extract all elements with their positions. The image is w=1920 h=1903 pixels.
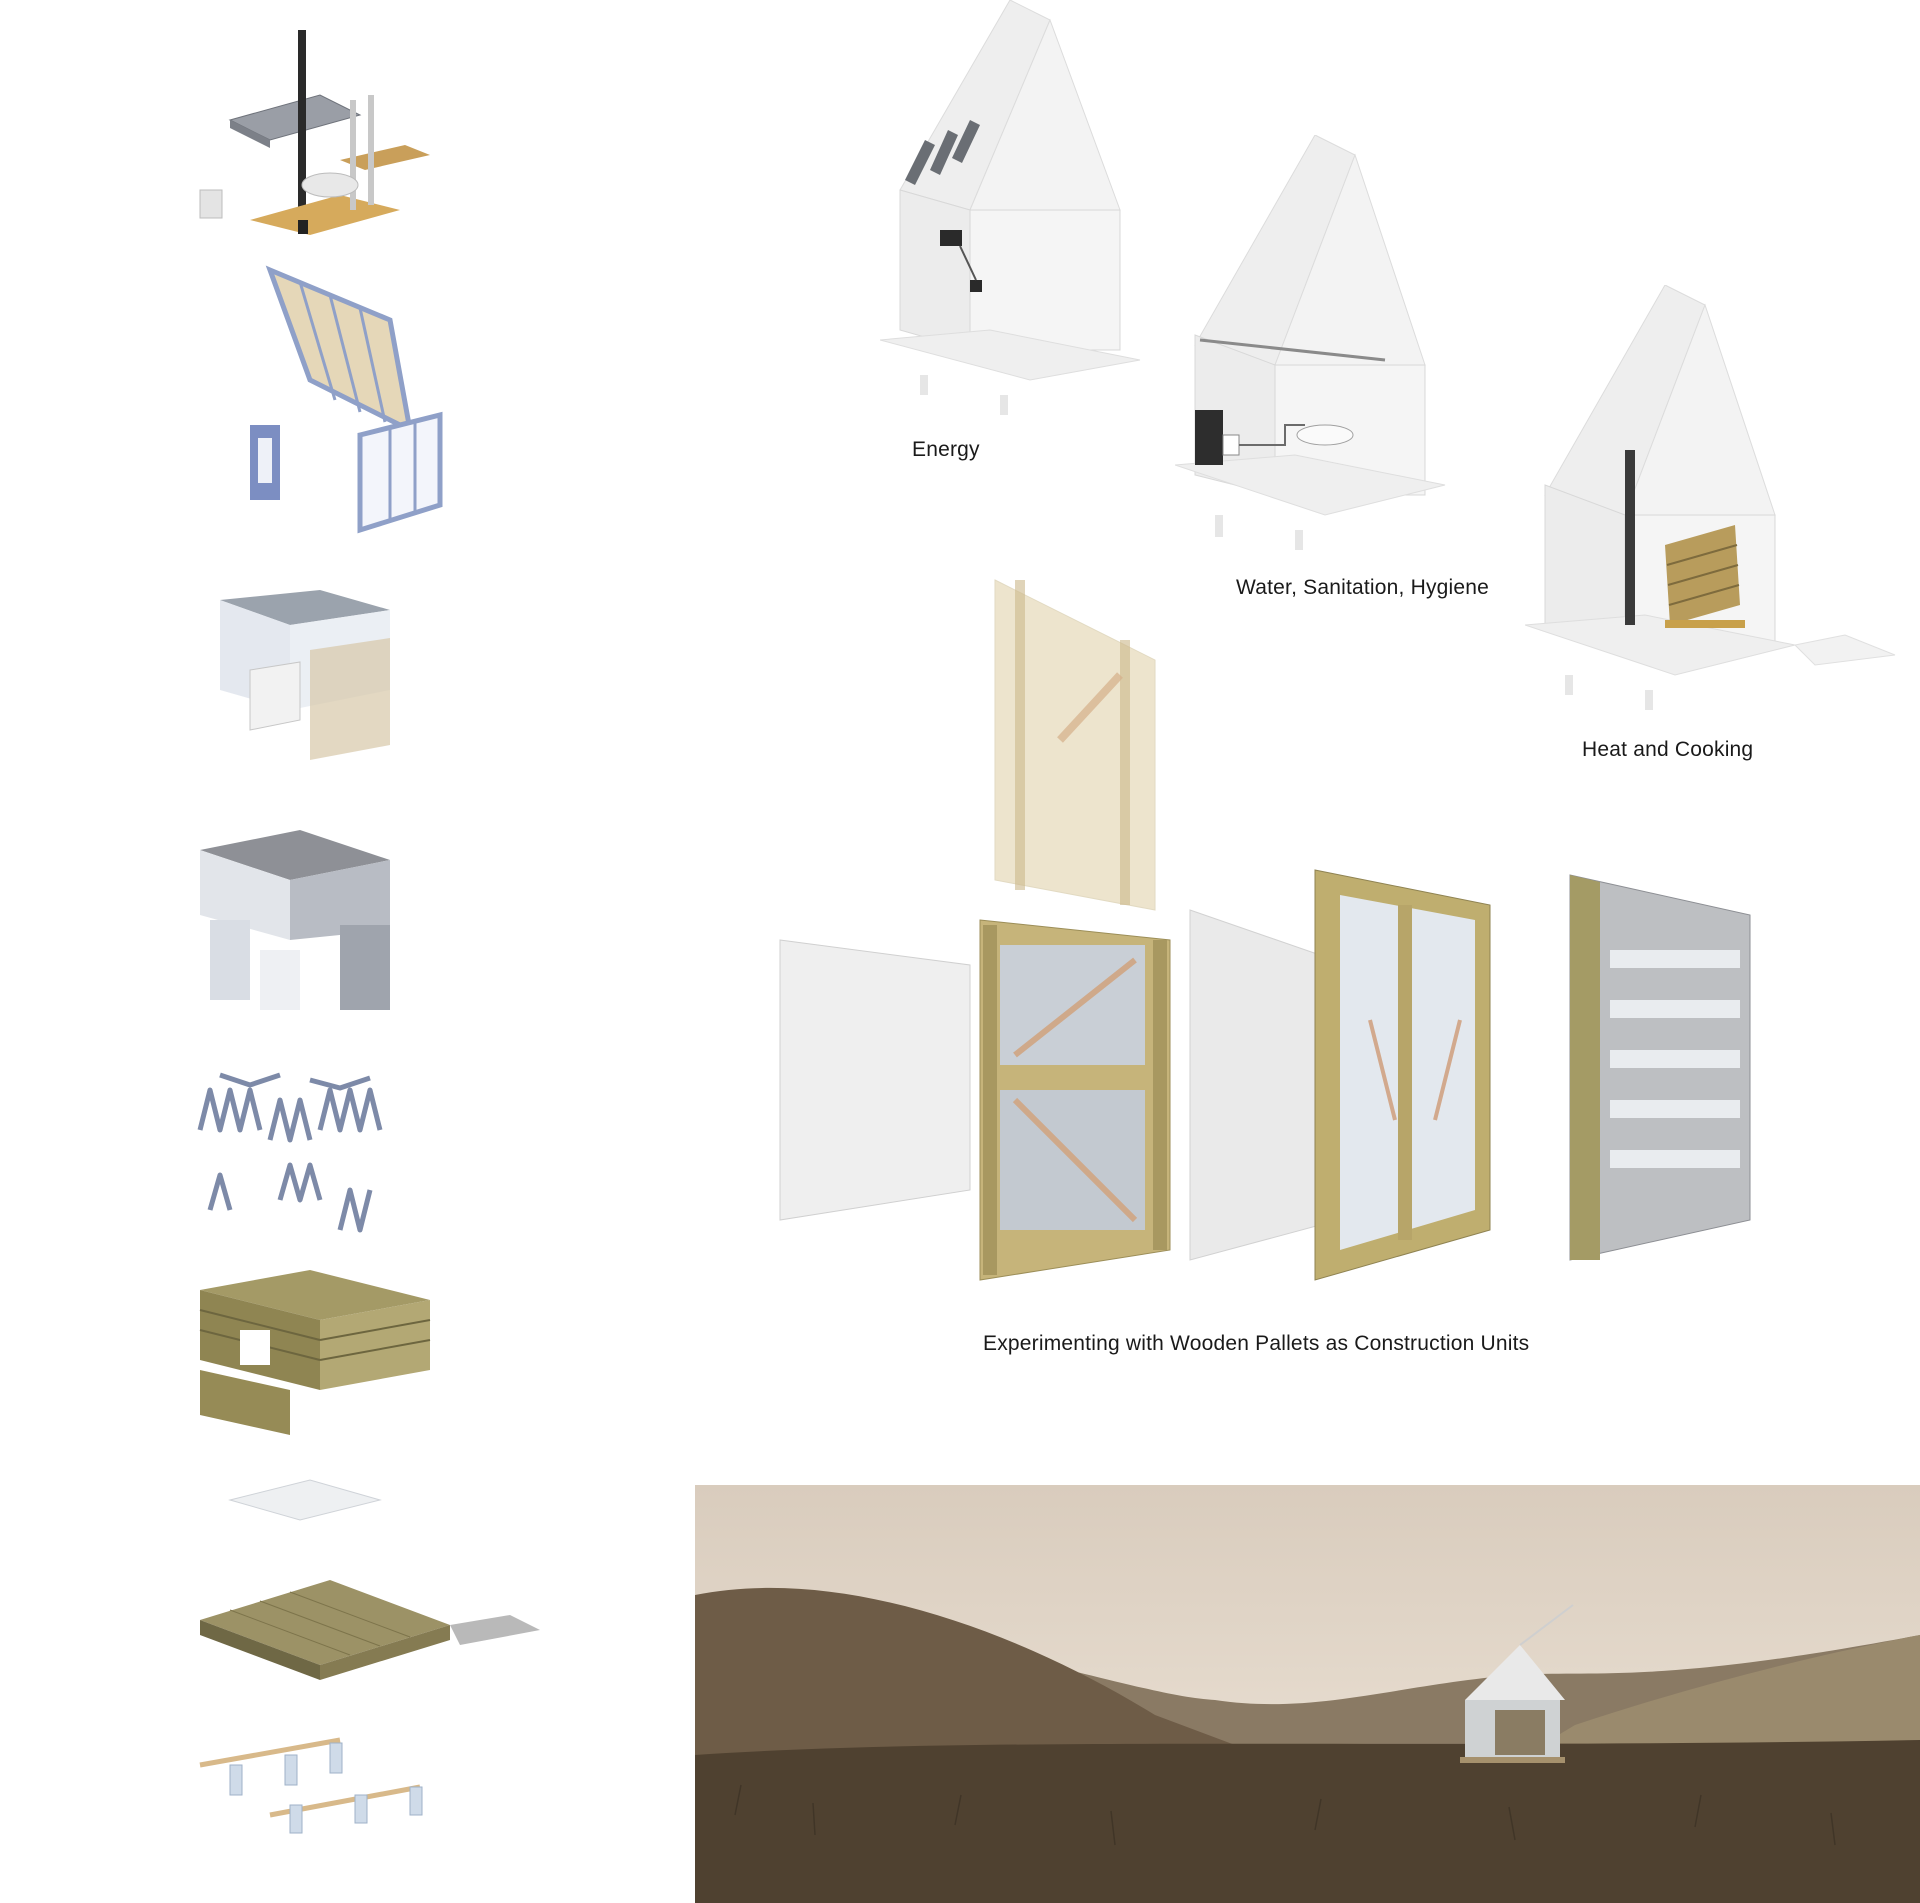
energy-house-diagram: [880, 0, 1141, 415]
left-hill: [695, 1587, 1315, 1785]
pallet-floor-layer: [200, 1580, 540, 1680]
insulation-shell-layer: [220, 590, 390, 760]
foundation-layer: [199, 1737, 423, 1834]
pallets-caption: Experimenting with Wooden Pallets as Con…: [983, 1332, 1530, 1355]
frame-roof-layer: [250, 265, 443, 534]
cladding-panel-left: [779, 939, 971, 1221]
water-house-diagram: [1175, 135, 1446, 550]
landscape-render: [695, 1485, 1920, 1903]
heat-house-diagram: [1525, 285, 1896, 710]
cabin-in-landscape: [1460, 1604, 1574, 1763]
interior-fixtures-layer: [199, 30, 430, 235]
modular-block-layer: [200, 830, 390, 1010]
energy-caption: Energy: [912, 438, 980, 461]
pallet-walls-layer: [199, 1270, 431, 1435]
foreground-grass: [695, 1740, 1920, 1903]
cladding-panel-middle: [1189, 909, 1321, 1261]
floor-membrane-layer: [228, 1479, 382, 1521]
heat-caption: Heat and Cooking: [1582, 738, 1754, 761]
water-caption: Water, Sanitation, Hygiene: [1236, 576, 1490, 599]
exploded-axonometric-column: [190, 10, 630, 1834]
pallet-wall-explosion: [779, 579, 1751, 1281]
steel-connector-layer: [197, 1072, 383, 1233]
